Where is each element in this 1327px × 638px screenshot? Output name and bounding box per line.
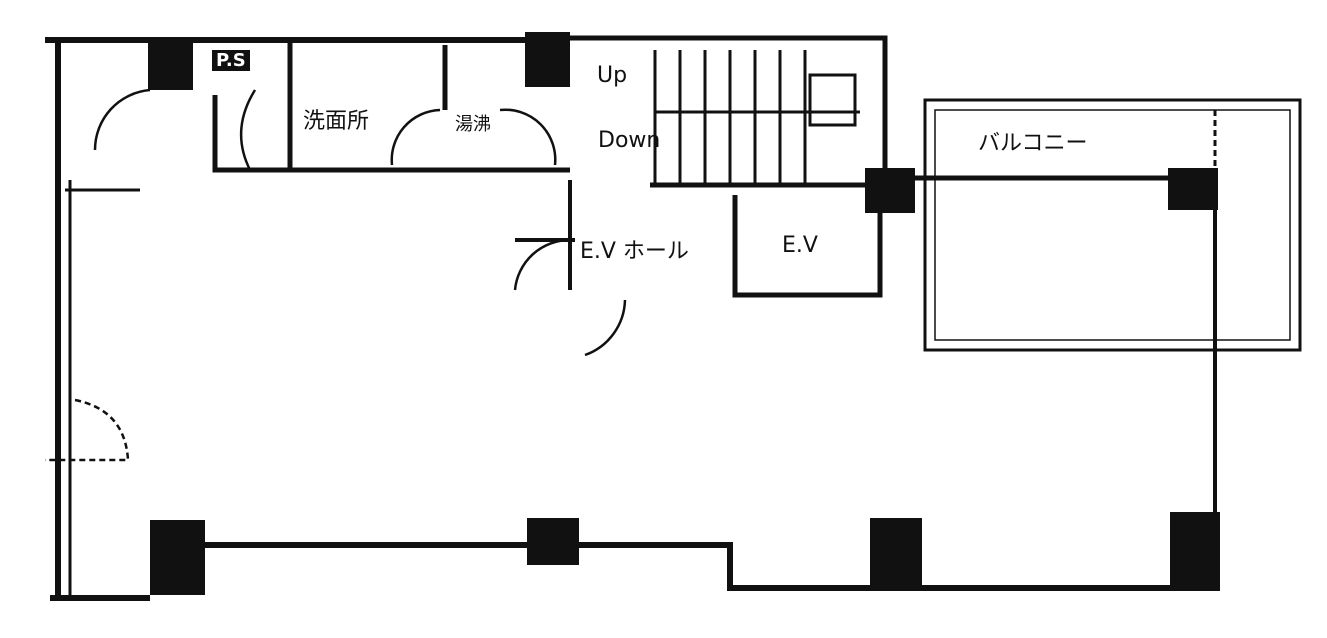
stairs-down-label: Down [598, 128, 661, 153]
balcony-label: バルコニー [978, 131, 1088, 156]
walls [45, 35, 1220, 601]
elevator-label: E.V [782, 233, 818, 258]
stairs [653, 50, 860, 185]
ev-hall-label: E.V ホール [580, 239, 689, 264]
kitchenette-label: 湯沸 [455, 114, 491, 135]
balcony-outline [923, 98, 1302, 352]
columns [148, 32, 1220, 595]
ps-label: P.S [212, 50, 250, 71]
washroom-label: 洗面所 [303, 109, 370, 134]
stairs-up-label: Up [597, 63, 628, 88]
door-swings [45, 88, 627, 462]
